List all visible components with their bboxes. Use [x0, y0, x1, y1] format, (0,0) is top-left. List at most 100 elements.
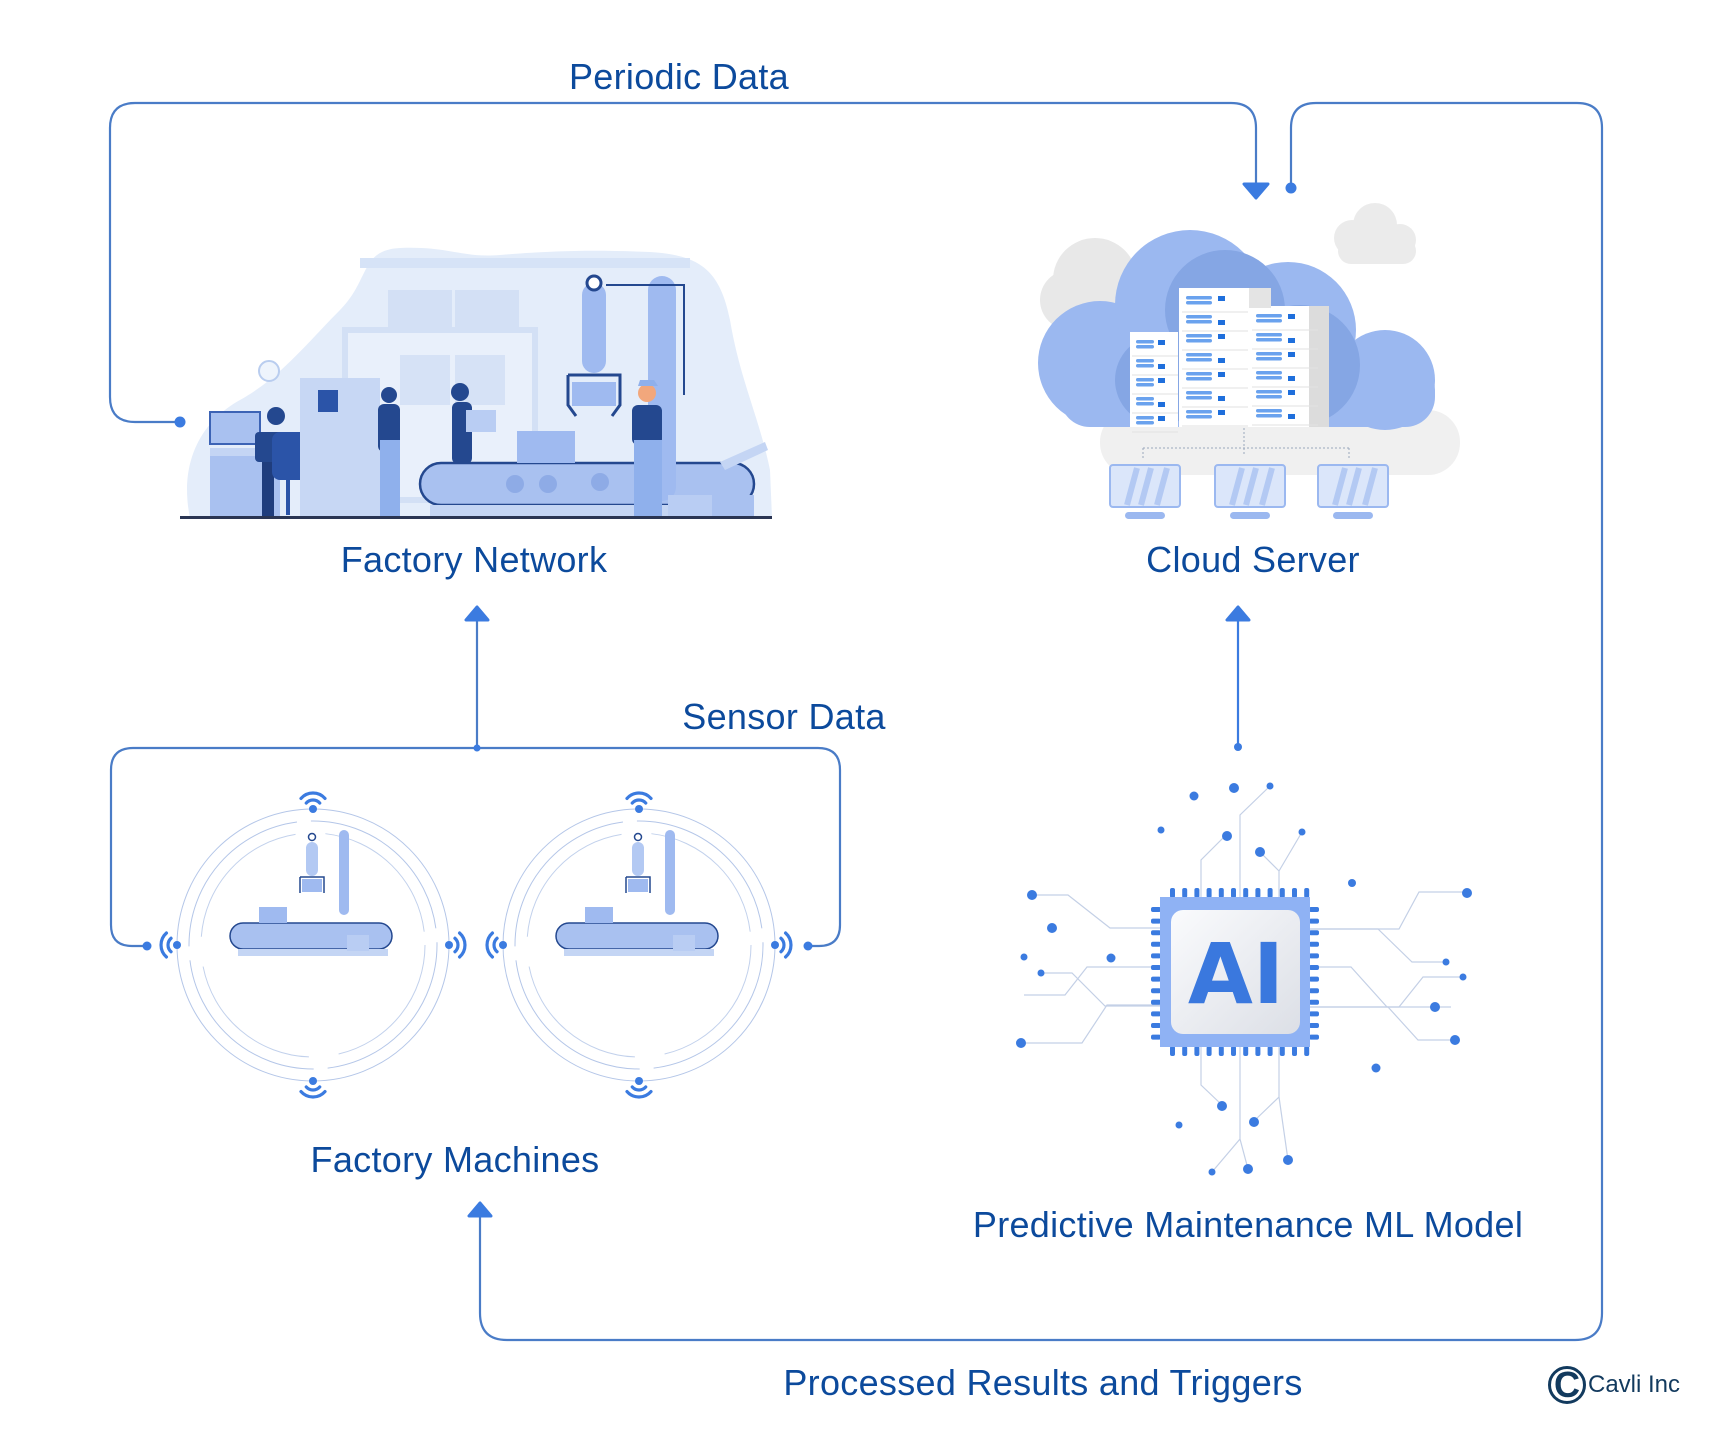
circuit-trace: [1310, 928, 1446, 963]
worker-1-head: [381, 387, 397, 403]
mini-robot-arm: [632, 842, 644, 876]
factory-machine-unit: [485, 791, 793, 1099]
chip-ai-text: AI: [1188, 925, 1284, 1023]
office-chair: [272, 432, 309, 480]
server-led: [1158, 364, 1165, 369]
chip-pin: [1309, 907, 1319, 912]
circuit-trace: [1310, 966, 1451, 1008]
circuit-trace: [1310, 891, 1467, 930]
server-bar: [1256, 314, 1282, 318]
circuit-node: [1249, 1117, 1259, 1127]
server-bar: [1186, 377, 1212, 381]
circuit-node: [1047, 923, 1057, 933]
wifi-arc: [159, 931, 169, 959]
circuit-trace: [1310, 976, 1463, 1008]
chip-pin: [1267, 1046, 1273, 1056]
server-bar: [1256, 319, 1282, 323]
chip-pin: [1151, 988, 1161, 994]
chip-pin: [1292, 888, 1297, 898]
circuit-node: [1450, 1035, 1460, 1045]
server-bar: [1256, 414, 1282, 418]
connector-sensor-data: [109, 620, 842, 948]
factory-machine-unit: [159, 791, 467, 1099]
circuit-traces: [1021, 785, 1467, 1173]
chip-pin: [1194, 1046, 1200, 1056]
chip-pin: [1243, 1046, 1249, 1056]
circuit-node: [1371, 1063, 1381, 1073]
copyright-icon: C: [1548, 1366, 1586, 1404]
server-led: [1158, 340, 1165, 345]
circuit-trace: [1200, 1047, 1223, 1106]
mini-box: [673, 935, 695, 951]
node-label-factory-network: Factory Network: [340, 539, 608, 580]
chip-pin: [1151, 953, 1161, 959]
server-bar: [1186, 315, 1212, 319]
server-led: [1288, 414, 1295, 419]
mini-robot-arm: [306, 842, 318, 876]
circuit-trace: [1211, 1047, 1249, 1173]
server-bar: [1256, 333, 1282, 337]
chip-pin: [1255, 888, 1261, 898]
chip-pin: [1151, 1034, 1161, 1040]
circuit-trace: [1239, 785, 1271, 897]
chip-pin: [1194, 888, 1200, 898]
chip-pin: [1231, 1046, 1236, 1056]
server-bar: [1186, 334, 1212, 338]
chip-pin: [1279, 1046, 1285, 1056]
conveyor-base: [430, 505, 740, 518]
wifi-arc: [304, 1085, 322, 1092]
circuit-node: [1459, 973, 1467, 981]
wifi-dot: [309, 1077, 317, 1085]
wifi-icon: [299, 791, 327, 813]
chip-pin: [1151, 1023, 1161, 1028]
chip-pin: [1170, 888, 1175, 898]
ml-to-cloud-start-dot: [1234, 743, 1242, 751]
chip-pin: [1304, 888, 1310, 898]
circuit-node: [1157, 826, 1165, 834]
server-bar: [1186, 396, 1212, 400]
mini-gripped-box: [628, 879, 648, 892]
conveyor-box: [517, 431, 575, 463]
chip-pin: [1218, 1046, 1224, 1056]
sensor-ring-middle: [514, 820, 764, 1070]
server-network-lines: [1142, 428, 1350, 458]
server-bar: [1136, 359, 1154, 363]
wifi-dot: [635, 1077, 643, 1085]
chip-pin: [1151, 941, 1161, 947]
circuit-trace: [1259, 831, 1303, 897]
chip-pin: [1243, 888, 1249, 898]
server-rack-right: [1249, 306, 1309, 427]
server-bar: [1186, 301, 1212, 305]
worker-1-overalls: [380, 440, 400, 516]
chip-pin: [1309, 1034, 1319, 1040]
factory-shelf-box: [388, 290, 452, 328]
mini-box: [585, 907, 613, 923]
wifi-dot: [635, 805, 643, 813]
worker-3-overalls: [634, 440, 662, 516]
circuit-node: [1283, 1155, 1293, 1165]
wifi-arc: [625, 1089, 653, 1099]
circuit-trace: [1024, 966, 1160, 996]
ml-to-cloud-arrow-head: [1225, 605, 1251, 622]
circuit-node: [1462, 888, 1472, 898]
sensor-data-right-dot: [803, 941, 813, 951]
processed-results-arrow-head: [467, 1201, 493, 1218]
monitor-stand: [1230, 512, 1270, 519]
server-bar: [1136, 416, 1154, 420]
server-led: [1218, 320, 1225, 325]
chip-pin: [1292, 1046, 1297, 1056]
chip-pin: [1170, 1046, 1175, 1056]
server-led: [1288, 390, 1295, 395]
wifi-arc: [299, 791, 327, 801]
operator-legs: [262, 462, 274, 517]
circuit-node: [1037, 969, 1045, 977]
factory-shelf-box: [455, 290, 519, 328]
server-bar: [1136, 364, 1154, 368]
circuit-node: [1348, 879, 1356, 887]
wifi-dot: [771, 941, 779, 949]
edge-label-processed-results: Processed Results and Triggers: [783, 1362, 1303, 1403]
server-bar: [1186, 339, 1212, 343]
wifi-icon: [445, 931, 467, 959]
circuit-node: [1027, 890, 1037, 900]
